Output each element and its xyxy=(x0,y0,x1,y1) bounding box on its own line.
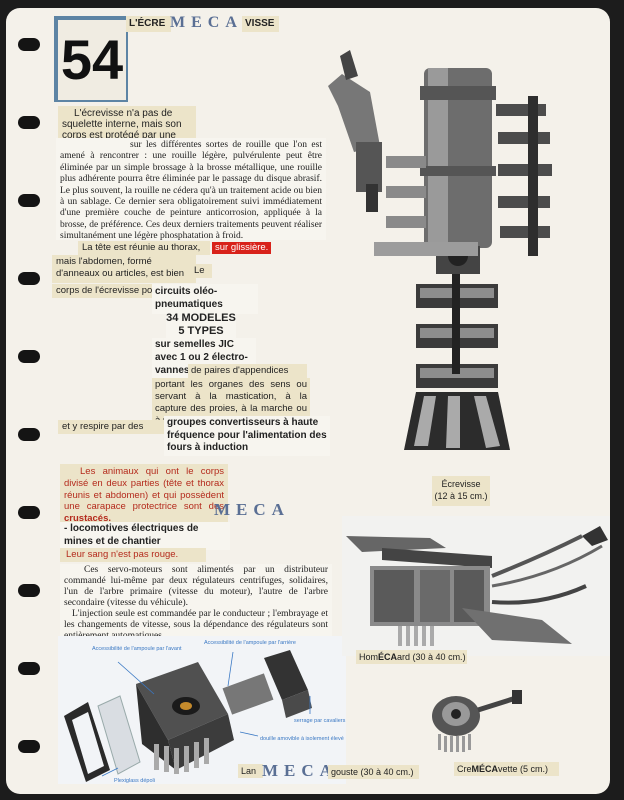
le-text: Le xyxy=(192,264,212,278)
binder-hole xyxy=(18,428,40,441)
models-line2: 5 TYPES xyxy=(178,325,224,337)
loco-text: - locomotives électriques de mines et de… xyxy=(60,522,230,550)
page-number: 54 xyxy=(58,20,126,100)
models-line1: 34 MODELES xyxy=(166,312,236,324)
crev-right: vette (5 cm.) xyxy=(498,764,549,774)
title-right: VISSE xyxy=(242,16,279,32)
meca-mid: MECA xyxy=(214,500,290,519)
title-meca: MECA xyxy=(170,14,243,31)
pairs-text: de paires d'appendices xyxy=(188,364,307,378)
homard-left: Hom xyxy=(359,652,379,662)
intro-text: L'écrevisse n'a pas de squelette interne… xyxy=(58,106,196,152)
ecrevisse-size: (12 à 15 cm.) xyxy=(434,491,488,501)
binder-hole xyxy=(18,740,40,753)
head-text: La tête est réunie au thorax, xyxy=(78,241,210,255)
animals-sentence: Les animaux qui ont le corps divisé en d… xyxy=(64,466,224,513)
binder-hole xyxy=(18,662,40,675)
binder-hole xyxy=(18,506,40,519)
lan-meca: MECA xyxy=(262,761,338,780)
ecrevisse-name: Écrevisse xyxy=(441,479,481,489)
label-serrage: serrage par cavaliers xyxy=(294,718,346,724)
lamp-housing-diagram: Accessibilité de l'ampoule par l'avant A… xyxy=(58,636,346,784)
plug-photo xyxy=(432,690,522,752)
homard-right: ard (30 à 40 cm.) xyxy=(397,652,466,662)
glissiere-label: sur glissière. xyxy=(212,242,272,254)
crev-meca: MÉCA xyxy=(471,764,499,774)
binder-hole xyxy=(18,584,40,597)
ecrevisse-caption: Écrevisse (12 à 15 cm.) xyxy=(432,476,490,506)
binder-hole xyxy=(18,272,40,285)
circuits-text: circuits oléo-pneumatiques xyxy=(152,284,258,314)
welding-gun-photo xyxy=(342,516,610,656)
label-arriere: Accessibilité de l'ampoule par l'arrière xyxy=(204,640,296,646)
lan-left: Lan xyxy=(238,764,263,778)
groupes-text: groupes convertisseurs à haute fréquence… xyxy=(164,416,330,456)
label-plexiglass: Plexiglass dépoli xyxy=(114,778,155,784)
homard-meca: ÉCA xyxy=(378,652,398,662)
servo-paragraph: Ces servo-moteurs sont alimentés par un … xyxy=(60,564,332,610)
jic-text: sur semelles JIC avec 1 ou 2 électro- xyxy=(152,338,256,366)
binder-hole xyxy=(18,116,40,129)
rust-paragraph: sur les différentes sortes de rouille qu… xyxy=(56,138,326,241)
crustaces-word: crustacés. xyxy=(64,513,112,525)
binder-hole xyxy=(18,194,40,207)
binder-hole xyxy=(18,350,40,363)
crevette-caption: CreMÉCAvette (5 cm.) xyxy=(454,762,559,776)
binder-hole xyxy=(18,38,40,51)
vannes-text: vannes xyxy=(152,364,189,378)
label-avant: Accessibilité de l'ampoule par l'avant xyxy=(92,646,182,652)
models-box: 34 MODELES 5 TYPES xyxy=(166,312,236,338)
scrapbook-page: 54 L'ÉCRE MECA VISSE L'écrevisse n'a pas… xyxy=(6,8,610,794)
title-left: L'ÉCRE xyxy=(126,16,171,32)
machine-collage-photo xyxy=(328,50,552,450)
sang-text: Leur sang n'est pas rouge. xyxy=(60,548,206,562)
animals-text: Les animaux qui ont le corps divisé en d… xyxy=(60,464,228,526)
abdomen-text: mais l'abdomen, formé d'anneaux ou artic… xyxy=(52,255,196,283)
lan-right: gouste (30 à 40 cm.) xyxy=(328,765,419,779)
crev-left: Cre xyxy=(457,764,472,774)
label-douille: douille amovible à isolement élevé xyxy=(260,736,344,742)
respire-text: et y respire par des xyxy=(58,420,166,434)
homard-caption: HomÉCAard (30 à 40 cm.) xyxy=(356,650,467,664)
